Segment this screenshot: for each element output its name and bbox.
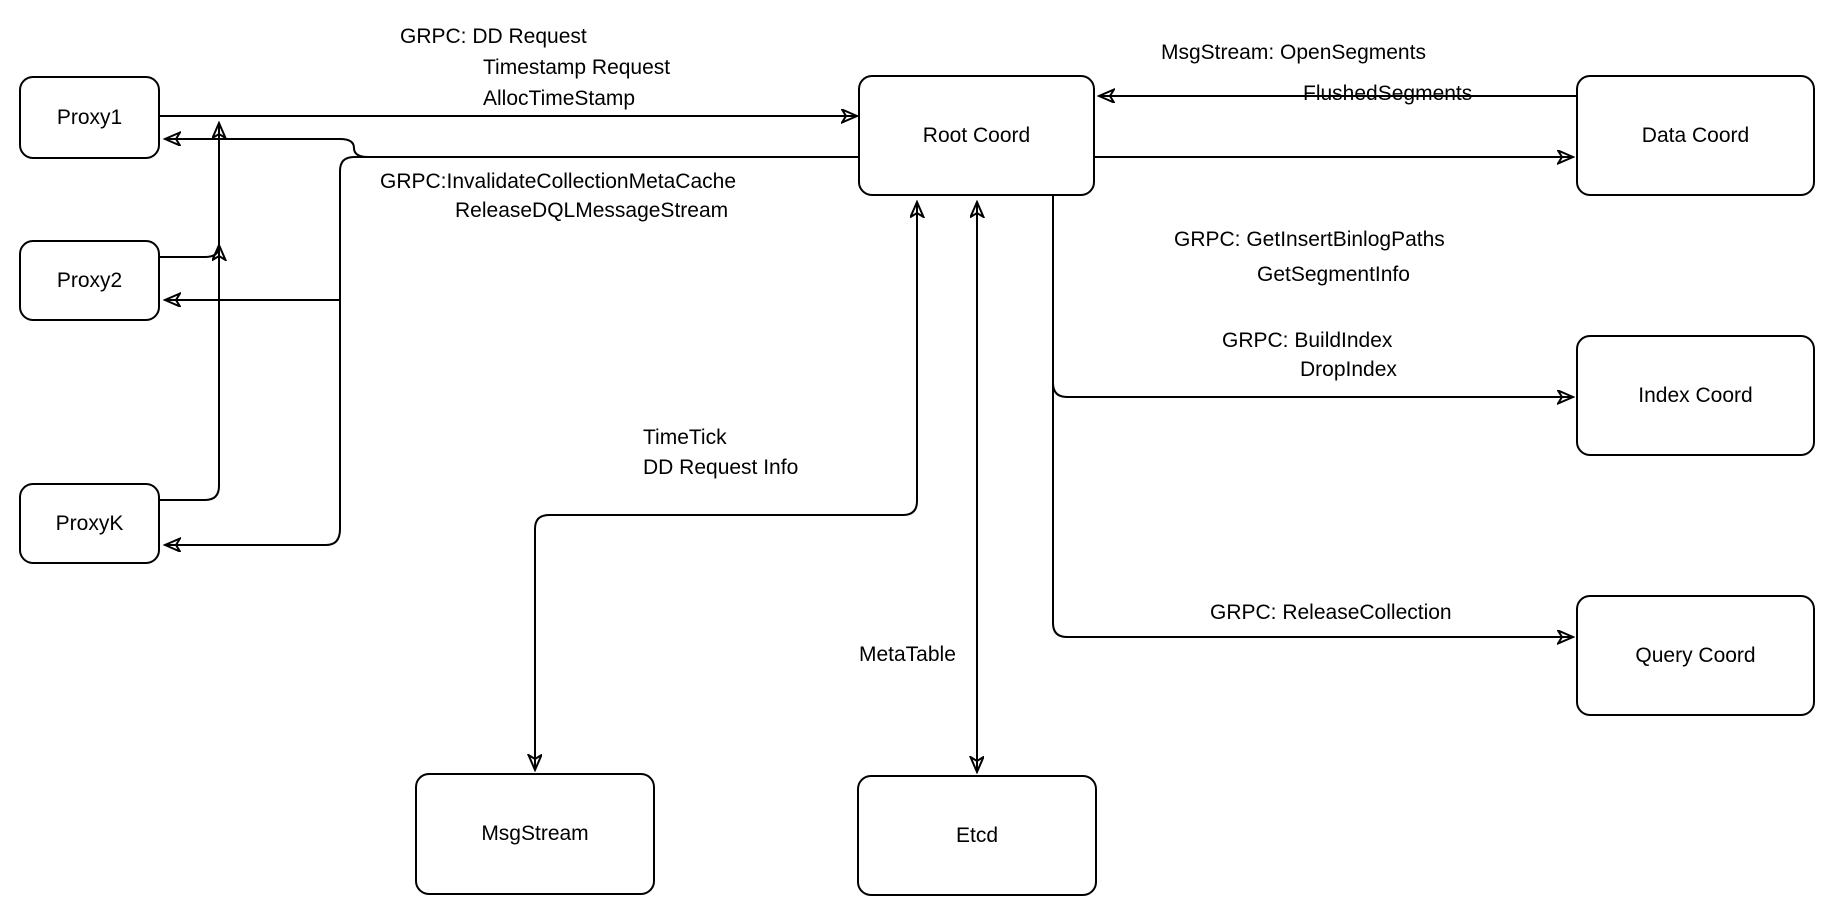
node-query-coord-label: Query Coord xyxy=(1635,643,1756,667)
node-proxy2: Proxy2 xyxy=(19,240,160,321)
edge-rootcoord-to-proxyk xyxy=(166,156,858,545)
node-proxyk: ProxyK xyxy=(19,483,160,564)
edge-label-grpc-dd-request: GRPC: DD Request xyxy=(400,25,587,48)
node-data-coord-label: Data Coord xyxy=(1641,123,1750,147)
edge-label-metatable: MetaTable xyxy=(859,643,956,666)
node-proxy1: Proxy1 xyxy=(19,76,160,159)
node-proxy1-label: Proxy1 xyxy=(56,105,123,129)
node-root-coord-label: Root Coord xyxy=(922,123,1031,147)
edge-label-flushedsegments: FlushedSegments xyxy=(1303,82,1473,105)
edge-proxyk-join-trunk-up xyxy=(160,124,219,501)
edge-label-alloctimestamp: AllocTimeStamp xyxy=(483,87,636,110)
node-etcd: Etcd xyxy=(857,775,1097,896)
node-msgstream: MsgStream xyxy=(415,773,655,895)
node-index-coord: Index Coord xyxy=(1576,335,1815,456)
edge-label-timestamp-request: Timestamp Request xyxy=(483,56,671,79)
node-index-coord-label: Index Coord xyxy=(1638,383,1753,407)
edge-label-release-dql-message-stream: ReleaseDQLMessageStream xyxy=(455,199,729,222)
node-query-coord: Query Coord xyxy=(1576,595,1815,716)
node-msgstream-label: MsgStream xyxy=(481,822,589,845)
edge-label-dd-request-info: DD Request Info xyxy=(643,456,799,479)
edge-label-msgstream-opensegments: MsgStream: OpenSegments xyxy=(1161,41,1426,64)
edge-label-timetick: TimeTick xyxy=(643,426,727,449)
node-etcd-label: Etcd xyxy=(955,823,999,847)
node-root-coord: Root Coord xyxy=(858,75,1095,196)
node-proxy2-label: Proxy2 xyxy=(56,268,123,292)
edge-label-dropindex: DropIndex xyxy=(1300,358,1397,381)
edge-label-buildindex: GRPC: BuildIndex xyxy=(1222,329,1393,352)
edge-rootcoord-to-querycoord xyxy=(1052,196,1572,637)
edge-proxy2-join-trunk-up xyxy=(160,246,219,257)
edge-label-getsegmentinfo: GetSegmentInfo xyxy=(1257,263,1410,286)
node-proxyk-label: ProxyK xyxy=(55,511,124,535)
edge-rootcoord-msgstream xyxy=(535,203,917,769)
edge-label-getinsertbinlogpaths: GRPC: GetInsertBinlogPaths xyxy=(1174,228,1445,251)
edge-rootcoord-to-proxy1 xyxy=(166,139,858,158)
edge-label-invalidate-collection-meta-cache: GRPC:InvalidateCollectionMetaCache xyxy=(380,170,737,193)
node-data-coord: Data Coord xyxy=(1576,75,1815,196)
edge-label-releasecollection: GRPC: ReleaseCollection xyxy=(1210,601,1452,624)
